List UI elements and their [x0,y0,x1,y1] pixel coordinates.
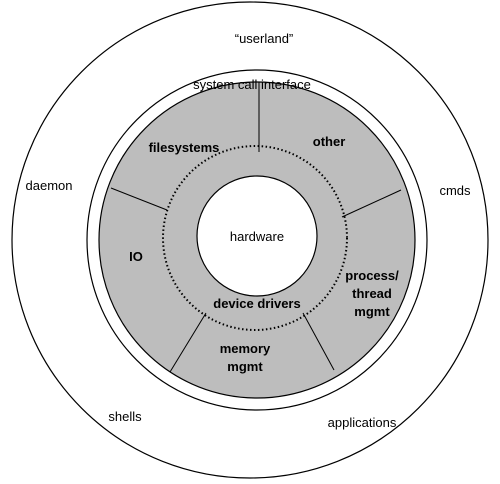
process-label-line1: process/ [345,268,399,283]
cmds-label: cmds [439,183,471,198]
daemon-label: daemon [26,178,73,193]
filesystems-label: filesystems [149,140,220,155]
process-label-line2: thread [352,286,392,301]
hardware-core [196,175,318,297]
divider-process-memory [302,312,335,371]
device-drivers-ring [162,145,348,331]
userland-label: “userland” [235,31,294,46]
memory-label-line2: mgmt [227,359,263,374]
process-label-line3: mgmt [354,304,390,319]
other-label: other [313,134,346,149]
divider-io-filesystems [110,187,168,211]
io-label: IO [129,249,143,264]
shells-label: shells [108,409,142,424]
memory-label-line1: memory [220,341,271,356]
divider-memory-io [169,312,207,373]
hardware-label: hardware [230,229,284,244]
device-drivers-label: device drivers [213,296,300,311]
system-call-interface-label: system call interface [193,77,311,92]
applications-label: applications [328,415,397,430]
divider-other-process [341,189,402,218]
